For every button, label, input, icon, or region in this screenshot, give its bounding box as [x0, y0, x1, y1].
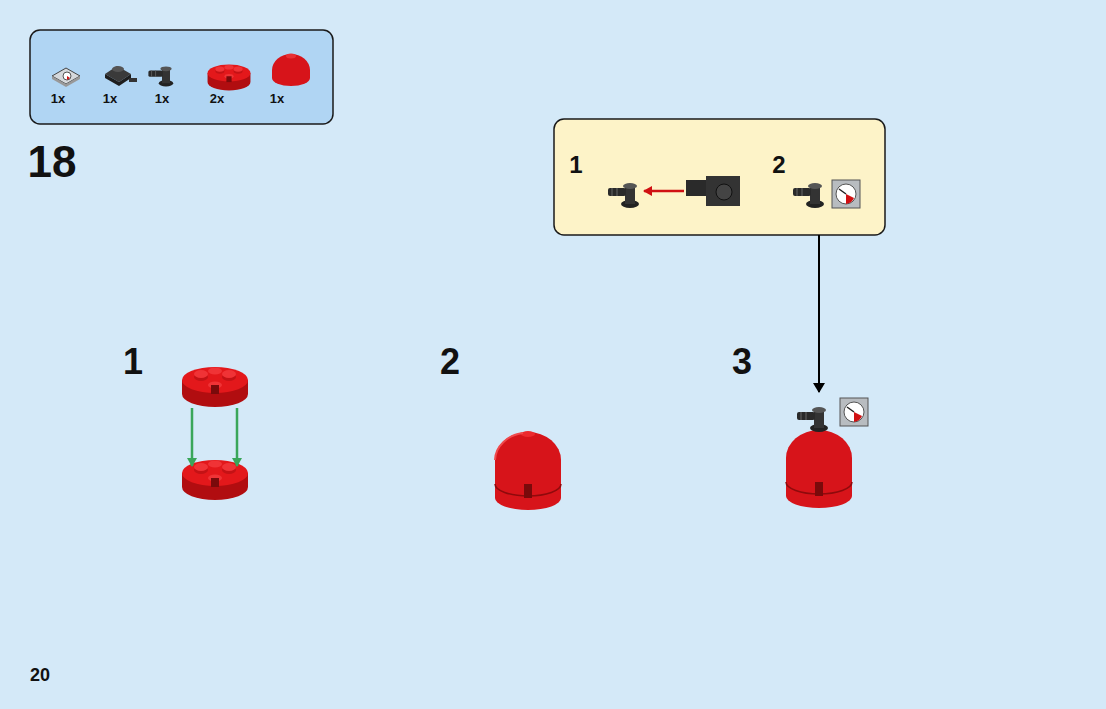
page-number: 20 [30, 666, 50, 684]
quantity-label: 1x [51, 92, 65, 105]
callout-panel: 12 [554, 119, 885, 235]
quantity-label: 1x [270, 92, 284, 105]
quantity-label: 1x [103, 92, 117, 105]
parts-panel: 1x 1x 1x 2x 1x [30, 30, 333, 124]
callout-number: 1 [569, 153, 582, 177]
substep-number: 3 [732, 344, 752, 380]
step-number: 18 [28, 140, 77, 184]
callout-number: 2 [772, 153, 785, 177]
substep-number: 1 [123, 344, 143, 380]
quantity-label: 1x [155, 92, 169, 105]
quantity-label: 2x [210, 92, 224, 105]
substep-number: 2 [440, 344, 460, 380]
